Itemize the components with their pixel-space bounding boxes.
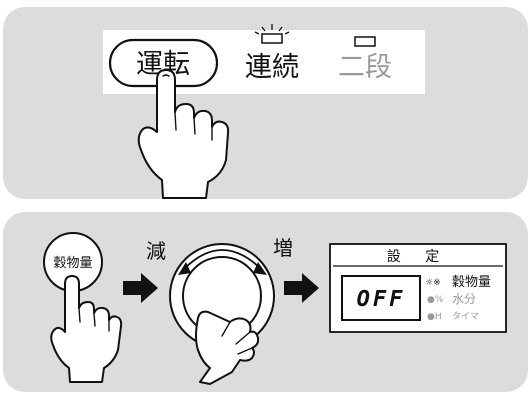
option-label: 穀物量 xyxy=(452,275,491,290)
pressing-hand-icon xyxy=(137,69,230,199)
option-label: タイマ xyxy=(452,311,479,322)
two-stage-button-label: 二段 xyxy=(338,52,392,83)
settings-display: 設 定 OFF ☼※ 穀物量 ●% 水分 ●H タイマ xyxy=(329,243,507,333)
lcd-readout: OFF xyxy=(357,287,406,312)
continuous-button-label: 連続 xyxy=(245,52,299,83)
lcd-screen xyxy=(341,275,421,321)
sun-icon: ☼※ xyxy=(425,278,441,288)
display-option-timer: ●H タイマ xyxy=(427,311,479,322)
turning-hand-icon xyxy=(195,310,260,385)
blinking-indicator-icon xyxy=(254,24,290,44)
grain-amount-button-label: 穀物量 xyxy=(53,256,92,271)
increase-label: 増 xyxy=(273,236,293,260)
pressing-hand-icon xyxy=(50,275,123,383)
display-option-moisture: ●% 水分 xyxy=(427,292,476,306)
dot-h-icon: ●H xyxy=(427,312,442,322)
indicator-light-icon xyxy=(354,36,376,47)
rotation-arrow-icon xyxy=(178,249,267,275)
arrow-right-icon xyxy=(284,273,319,303)
continuous-button[interactable]: 連続 xyxy=(245,24,299,83)
two-stage-button[interactable]: 二段 xyxy=(338,36,392,83)
display-option-grain: ☼※ 穀物量 xyxy=(425,275,491,290)
display-title: 設 定 xyxy=(387,249,449,265)
grain-amount-button[interactable]: 穀物量 xyxy=(43,232,103,292)
arrow-right-icon xyxy=(123,273,158,303)
decrease-label: 減 xyxy=(146,239,166,263)
dot-percent-icon: ●% xyxy=(427,295,444,305)
option-label: 水分 xyxy=(452,292,476,306)
